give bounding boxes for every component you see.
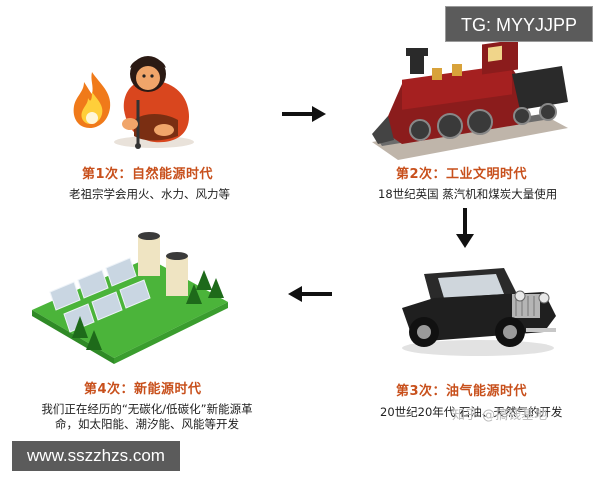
stage-1-title: 第1次：自然能源时代 (82, 167, 214, 182)
zhihu-watermark: 知乎 @搞钱基地 (452, 408, 548, 423)
stage-2-title: 第2次：工业文明时代 (396, 167, 528, 182)
stage-3-desc: 20世纪20年代 石油、天然气的开发 (380, 405, 563, 419)
telegram-badge: TG: MYYJJPP (445, 6, 593, 42)
arrow-right-icon (282, 106, 326, 122)
fire-icon (73, 72, 111, 128)
stage-1-desc: 老祖宗学会用火、水力、风力等 (69, 187, 230, 201)
vintage-car-illustration (402, 268, 556, 356)
stage-4-desc-line2: 命，如太阳能、潮汐能、风能等开发 (55, 417, 239, 431)
stage-4-desc: 我们正在经历的“无碳化/低碳化”新能源革 命，如太阳能、潮汐能、风能等开发 (30, 402, 264, 432)
stage-3-title: 第3次：油气能源时代 (396, 384, 528, 399)
stage-4-desc-line1: 我们正在经历的“无碳化/低碳化”新能源革 (41, 402, 253, 416)
site-url-badge: www.sszzhzs.com (12, 441, 180, 471)
steam-train-illustration (372, 39, 568, 160)
stage-2-desc: 18世纪英国 蒸汽机和煤炭大量使用 (378, 187, 558, 201)
solar-farm-illustration (32, 232, 228, 364)
caveman-illustration (114, 56, 194, 149)
stage-4-title: 第4次：新能源时代 (84, 382, 202, 397)
arrow-left-icon (288, 286, 332, 302)
arrow-down-icon (456, 208, 474, 248)
